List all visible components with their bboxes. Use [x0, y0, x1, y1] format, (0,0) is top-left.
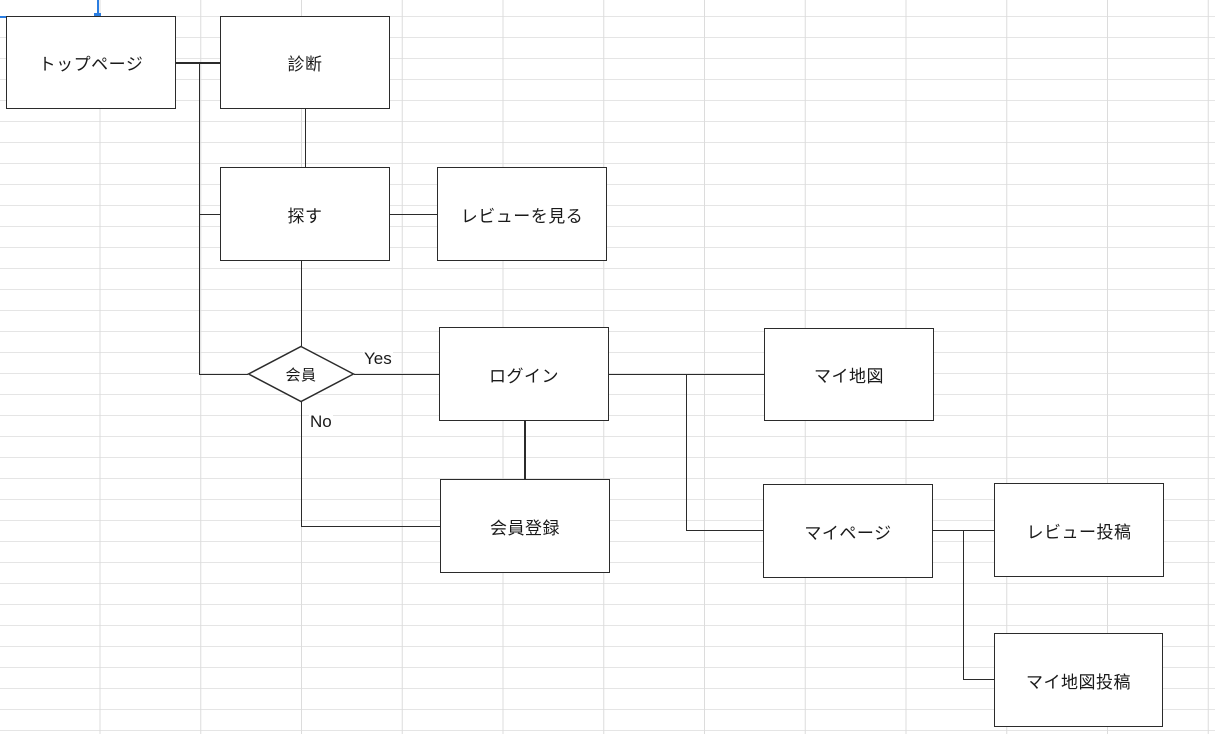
edge-kaiin-yes-to-login[interactable] — [354, 373, 439, 375]
edge-login-to-touroku[interactable] — [524, 421, 526, 479]
edge-my-page-branch-vertical[interactable] — [962, 529, 964, 679]
node-shindan-label: 診断 — [287, 55, 323, 74]
edge-sagasu-to-review-view[interactable] — [390, 213, 437, 216]
selection-marker-handle — [94, 12, 101, 16]
node-kaiin-decision[interactable]: 会員 — [247, 345, 355, 403]
node-my-map-label: マイ地図 — [814, 367, 884, 386]
node-kaiin-label: 会員 — [285, 366, 317, 384]
edge-kaiin-no-vertical[interactable] — [300, 402, 302, 527]
node-login[interactable]: ログイン — [439, 327, 609, 421]
node-login-label: ログイン — [489, 366, 559, 386]
selection-marker-vertical-line — [96, 0, 99, 14]
edge-sagasu-to-kaiin[interactable] — [300, 261, 302, 346]
edge-label-no: No — [309, 412, 333, 432]
node-sagasu[interactable]: 探す — [220, 167, 390, 261]
node-review-view-label: レビューを見る — [460, 206, 584, 226]
node-my-page-label: マイページ — [804, 523, 892, 543]
edge-toppage-to-shindan[interactable] — [176, 62, 220, 64]
edge-login-branch-vertical[interactable] — [685, 373, 687, 530]
node-my-map[interactable]: マイ地図 — [764, 328, 934, 421]
edge-shindan-to-sagasu[interactable] — [304, 109, 306, 167]
edge-toppage-to-sagasu[interactable] — [198, 213, 220, 216]
node-kaiin-touroku-label: 会員登録 — [490, 518, 560, 538]
node-review-post-label: レビュー投稿 — [1026, 522, 1132, 542]
node-shindan[interactable]: 診断 — [220, 16, 390, 109]
edge-login-to-my-page[interactable] — [685, 529, 763, 531]
node-review-post[interactable]: レビュー投稿 — [994, 483, 1164, 577]
node-top-page-label: トップページ — [38, 55, 144, 74]
node-my-map-post-label: マイ地図投稿 — [1026, 672, 1131, 692]
edge-kaiin-no-to-touroku[interactable] — [300, 525, 440, 527]
node-sagasu-label: 探す — [287, 206, 323, 226]
edge-toppage-to-kaiin[interactable] — [198, 373, 248, 375]
node-my-map-post[interactable]: マイ地図投稿 — [994, 633, 1163, 727]
node-top-page[interactable]: トップページ — [6, 16, 176, 109]
diamond-shape-icon — [247, 345, 355, 403]
node-kaiin-touroku[interactable]: 会員登録 — [440, 479, 610, 573]
edge-toppage-branch-vertical[interactable] — [198, 62, 200, 375]
node-review-view[interactable]: レビューを見る — [437, 167, 607, 261]
edge-label-yes: Yes — [363, 349, 393, 369]
selection-marker-left-dash — [0, 15, 7, 18]
node-my-page[interactable]: マイページ — [763, 484, 933, 578]
edge-my-page-to-my-map-post[interactable] — [962, 678, 994, 680]
